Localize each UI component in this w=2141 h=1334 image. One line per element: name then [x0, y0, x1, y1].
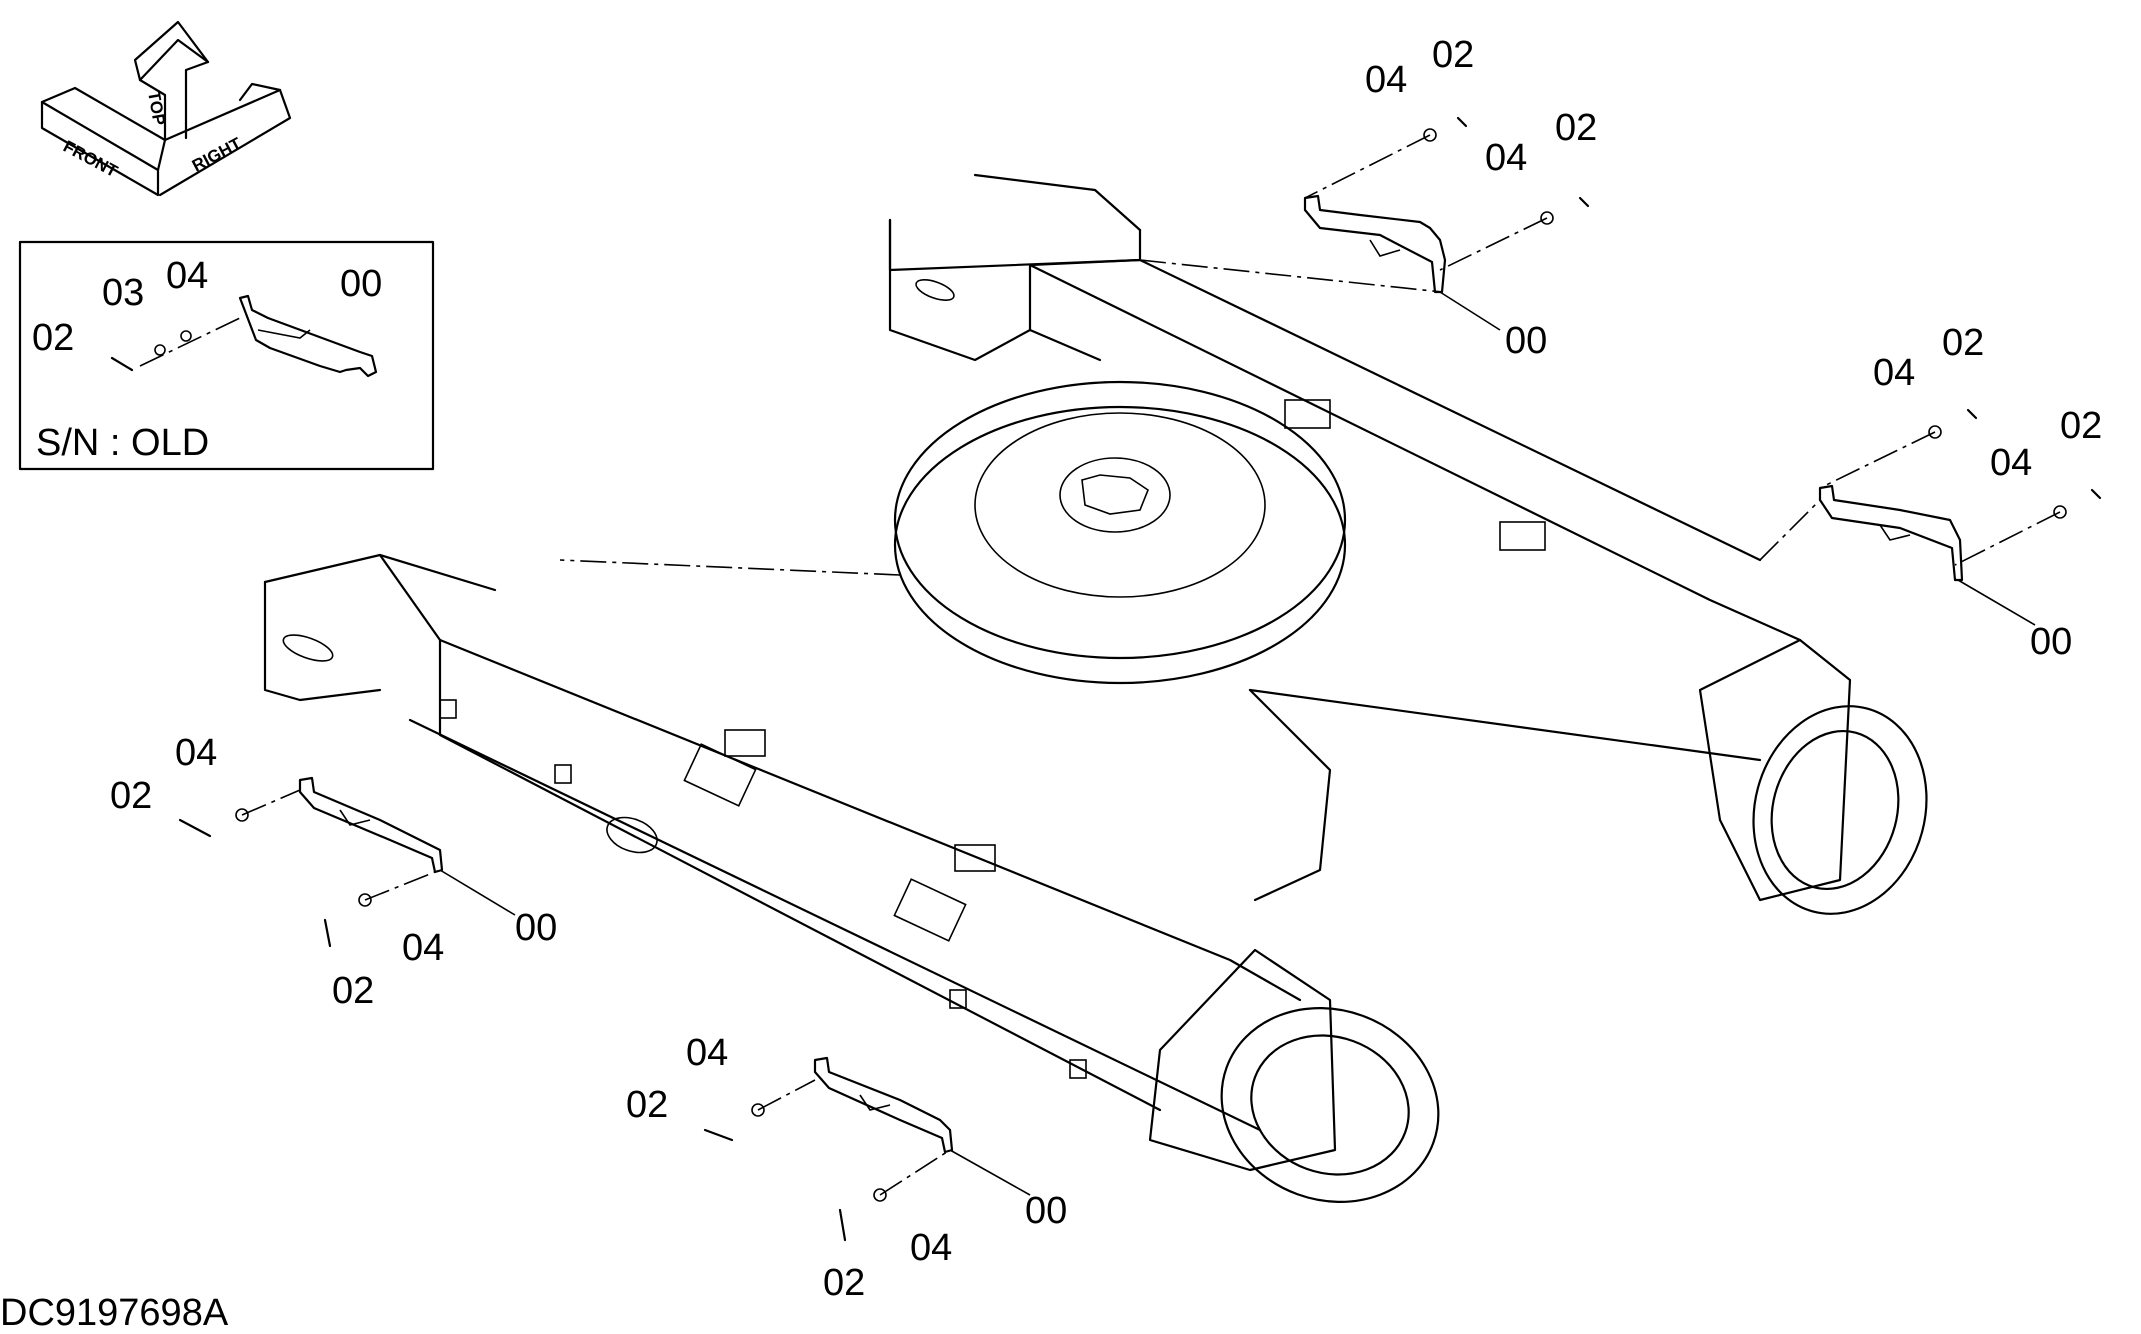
callout-bottom-04b: 04: [910, 1227, 952, 1269]
callout-labels: 04 02 04 02 00 04 02 04 02 00 04 02 00 0…: [110, 34, 2102, 1304]
inset-callout-03: 03: [102, 272, 144, 314]
inset-serial-label: S/N : OLD: [36, 422, 209, 464]
compass-right-label: RIGHT: [189, 134, 245, 176]
callout-right-02a: 02: [1942, 322, 1984, 364]
track-frame: [263, 173, 1928, 1203]
callout-left-00: 00: [515, 907, 557, 949]
callout-top-02b: 02: [1555, 107, 1597, 149]
callout-top-04a: 04: [1365, 59, 1407, 101]
callout-left-02a: 02: [110, 775, 152, 817]
callout-left-02b: 02: [332, 970, 374, 1012]
old-serial-inset: 02 03 04 00 S/N : OLD: [18, 240, 435, 471]
callout-bottom-04a: 04: [686, 1032, 728, 1074]
drawing-code: DC9197698A: [0, 1292, 229, 1334]
callout-right-02b: 02: [2060, 405, 2102, 447]
guard-bracket-bottom: [813, 1056, 954, 1154]
callout-bottom-02a: 02: [626, 1084, 668, 1126]
guard-bracket-top: [1303, 194, 1447, 294]
callout-right-00: 00: [2030, 621, 2072, 663]
orientation-compass: FRONT TOP RIGHT: [40, 20, 292, 197]
inset-callout-00: 00: [340, 263, 382, 305]
callout-top-04b: 04: [1485, 137, 1527, 179]
guard-bracket-right: [1818, 484, 1964, 582]
callout-right-04a: 04: [1873, 352, 1915, 394]
callout-bottom-00: 00: [1025, 1190, 1067, 1232]
fasteners: [178, 116, 2102, 1242]
callout-left-04a: 04: [175, 732, 217, 774]
callout-left-04b: 04: [402, 927, 444, 969]
callout-right-04b: 04: [1990, 442, 2032, 484]
inset-callout-02: 02: [32, 317, 74, 359]
callout-top-02a: 02: [1432, 34, 1474, 76]
callout-top-00: 00: [1505, 320, 1547, 362]
guard-bracket-left: [298, 776, 444, 874]
inset-callout-04: 04: [166, 255, 208, 297]
callout-bottom-02b: 02: [823, 1262, 865, 1304]
